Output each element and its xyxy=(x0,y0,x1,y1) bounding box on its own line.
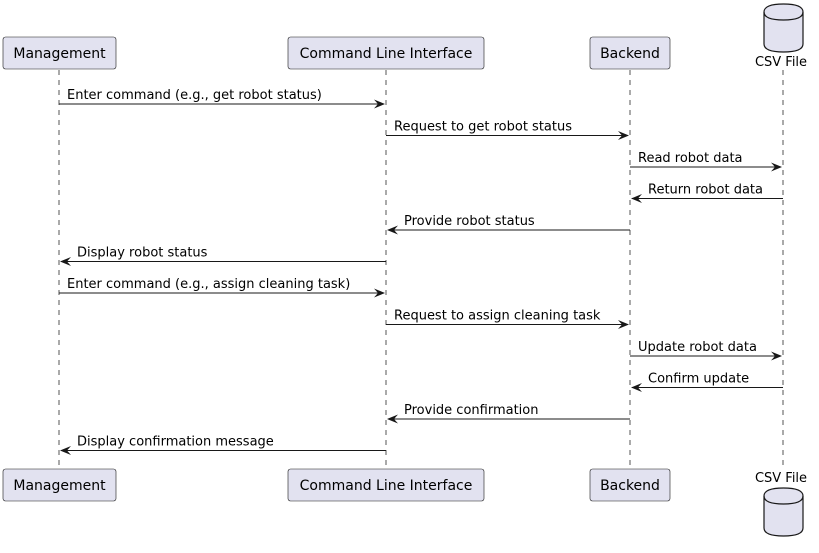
message-label: Enter command (e.g., get robot status) xyxy=(67,88,322,103)
message-label: Confirm update xyxy=(648,372,749,387)
arrow-head-icon xyxy=(387,225,398,235)
message-arrow: Return robot data xyxy=(631,183,783,203)
message-label: Provide confirmation xyxy=(404,403,539,418)
participant-backend-bottom[interactable]: Backend xyxy=(589,468,671,502)
participant-cli-top[interactable]: Command Line Interface xyxy=(287,36,485,70)
arrow-head-icon xyxy=(60,446,71,455)
arrow-head-icon xyxy=(374,288,385,298)
participant-csv-top[interactable]: CSV File xyxy=(755,3,807,70)
arrow-head-icon xyxy=(631,383,642,392)
participant-label: Backend xyxy=(600,478,660,494)
participant-management-top[interactable]: Management xyxy=(2,36,117,70)
message-arrow: Enter command (e.g., get robot status) xyxy=(59,88,385,109)
arrow-head-icon xyxy=(387,414,398,424)
message-arrow: Request to get robot status xyxy=(386,120,629,140)
participant-label: Command Line Interface xyxy=(300,478,473,494)
message-label: Request to get robot status xyxy=(394,120,572,135)
participant-management-bottom[interactable]: Management xyxy=(2,468,117,502)
participant-label: Command Line Interface xyxy=(300,46,473,62)
message-arrow: Read robot data xyxy=(630,151,782,172)
message-arrow: Provide confirmation xyxy=(387,403,630,424)
message-arrow: Provide robot status xyxy=(387,214,630,235)
database-icon xyxy=(763,3,804,53)
participant-label: Management xyxy=(13,46,106,62)
message-arrow: Confirm update xyxy=(631,372,783,392)
participant-label: Management xyxy=(13,478,106,494)
messages: Enter command (e.g., get robot status) Re… xyxy=(59,88,783,455)
message-arrow: Request to assign cleaning task xyxy=(386,309,629,329)
participant-backend-top[interactable]: Backend xyxy=(589,36,671,70)
arrow-head-icon xyxy=(60,257,71,266)
arrow-head-icon xyxy=(374,99,385,109)
arrow-head-icon xyxy=(771,351,782,361)
arrow-head-icon xyxy=(618,320,629,329)
arrow-head-icon xyxy=(631,194,642,203)
arrow-head-icon xyxy=(771,162,782,172)
participant-csv-bottom[interactable]: CSV File xyxy=(755,471,807,537)
message-label: Return robot data xyxy=(648,183,763,198)
message-label: Provide robot status xyxy=(404,214,535,229)
message-arrow: Update robot data xyxy=(630,340,782,361)
participant-label: Backend xyxy=(600,46,660,62)
participant-label: CSV File xyxy=(755,55,807,70)
database-icon xyxy=(763,487,804,537)
message-label: Enter command (e.g., assign cleaning tas… xyxy=(67,277,350,292)
participants-bottom: Management Command Line Interface Backen… xyxy=(2,468,807,537)
message-label: Display confirmation message xyxy=(77,435,274,450)
participants-top: Management Command Line Interface Backen… xyxy=(2,3,807,70)
participant-cli-bottom[interactable]: Command Line Interface xyxy=(287,468,485,502)
participant-label: CSV File xyxy=(755,471,807,486)
message-label: Read robot data xyxy=(638,151,743,166)
message-arrow: Display confirmation message xyxy=(60,435,386,455)
message-label: Display robot status xyxy=(77,246,208,261)
arrow-head-icon xyxy=(618,131,629,140)
message-label: Request to assign cleaning task xyxy=(394,309,601,324)
lifelines xyxy=(58,70,784,470)
message-arrow: Enter command (e.g., assign cleaning tas… xyxy=(59,277,385,298)
message-arrow: Display robot status xyxy=(60,246,386,266)
message-label: Update robot data xyxy=(638,340,757,355)
